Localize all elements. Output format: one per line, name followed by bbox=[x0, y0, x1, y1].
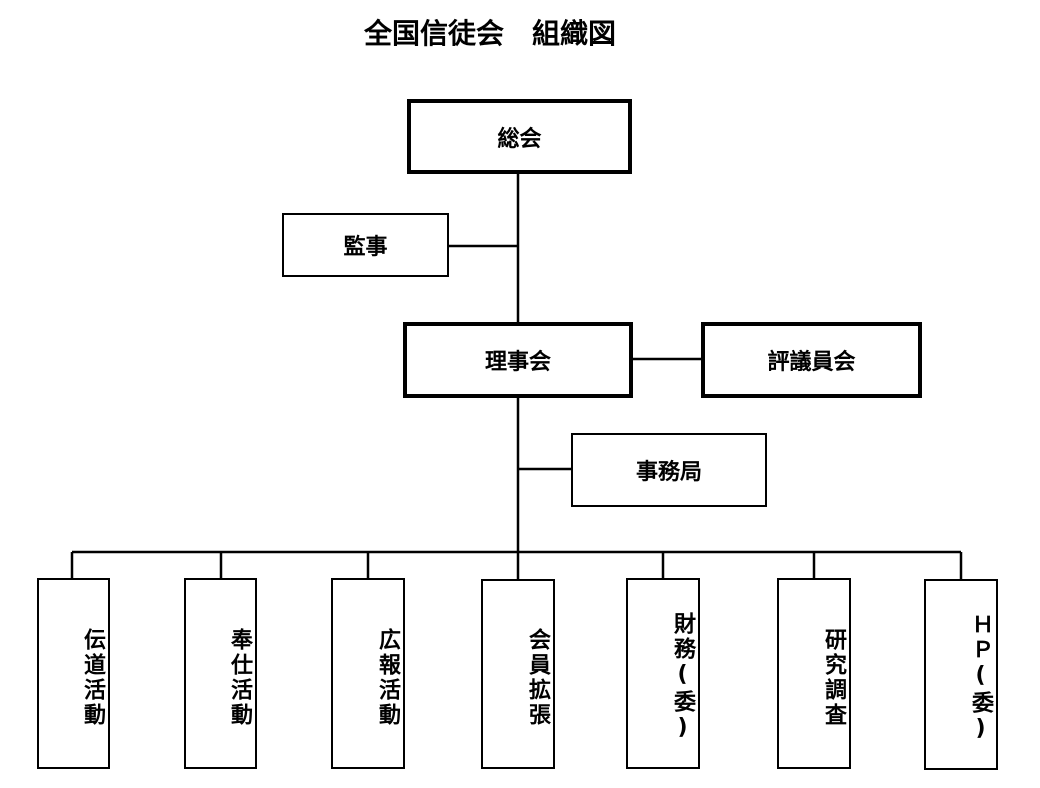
node-general-assembly: 総会 bbox=[407, 99, 632, 174]
diagram-title: 全国信徒会 組織図 bbox=[363, 17, 616, 50]
committee-label: 奉仕活動 bbox=[227, 627, 252, 728]
committee-hp: ＨＰ(委) bbox=[924, 579, 998, 770]
node-secretariat: 事務局 bbox=[571, 433, 767, 507]
node-label: 監事 bbox=[343, 235, 388, 260]
node-label: 理事会 bbox=[484, 350, 551, 375]
committee-evangelism: 伝道活動 bbox=[37, 578, 110, 769]
node-label: 総会 bbox=[497, 126, 542, 152]
committee-label: ＨＰ(委) bbox=[968, 613, 993, 744]
node-label: 評議員会 bbox=[767, 350, 856, 375]
committee-label: 研究調査 bbox=[821, 627, 846, 728]
committee-label: 広報活動 bbox=[375, 627, 400, 728]
committee-label: 財務(委) bbox=[670, 612, 695, 743]
committee-label: 伝道活動 bbox=[80, 627, 105, 728]
committee-public-relations: 広報活動 bbox=[331, 578, 405, 769]
committee-research: 研究調査 bbox=[777, 578, 851, 769]
node-councilors: 評議員会 bbox=[701, 322, 922, 398]
committee-service: 奉仕活動 bbox=[184, 578, 257, 769]
node-auditor: 監事 bbox=[282, 213, 449, 277]
node-board: 理事会 bbox=[403, 322, 633, 398]
committee-finance: 財務(委) bbox=[626, 578, 700, 769]
node-label: 事務局 bbox=[635, 460, 702, 485]
committee-label: 会員拡張 bbox=[525, 628, 550, 728]
committee-membership: 会員拡張 bbox=[481, 579, 555, 769]
